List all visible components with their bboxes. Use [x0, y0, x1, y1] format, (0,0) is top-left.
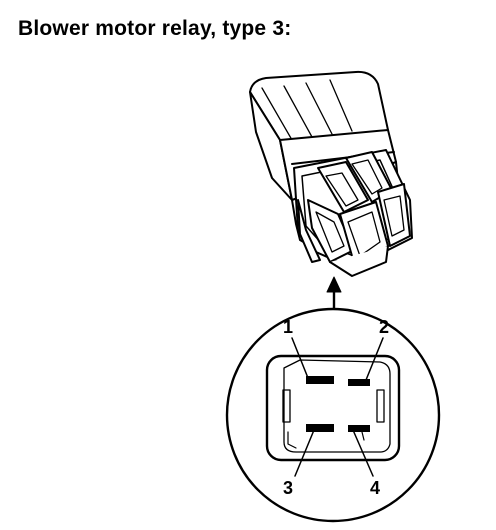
- terminal-view-circle: [225, 307, 441, 523]
- diagram-title: Blower motor relay, type 3:: [18, 17, 292, 40]
- pin-label-4: 4: [370, 478, 380, 498]
- relay-body: [249, 70, 401, 249]
- relay-connector: [293, 149, 413, 277]
- leader-line-4: [352, 429, 374, 477]
- terminal-pad-4: [348, 425, 370, 432]
- pin-label-1: 1: [283, 317, 293, 337]
- leader-line-2: [365, 337, 384, 381]
- pin-label-3: 3: [283, 478, 293, 498]
- terminal-pad-3: [306, 424, 334, 432]
- leader-line-3: [294, 429, 315, 477]
- terminal-pad-2: [348, 379, 370, 386]
- view-arrow: [326, 276, 342, 314]
- terminal-pad-1: [306, 376, 334, 384]
- pin-label-2: 2: [379, 317, 389, 337]
- leader-line-1: [291, 337, 309, 379]
